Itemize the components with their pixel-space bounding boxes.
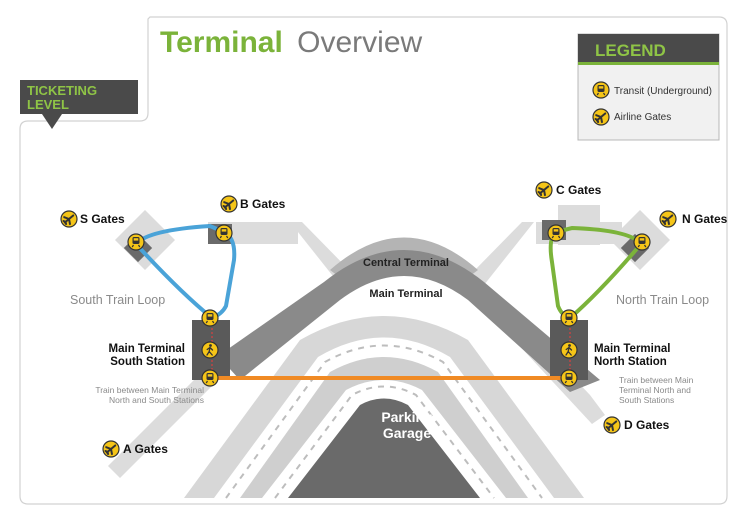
train-icon — [127, 233, 145, 251]
south-shuttle-note-1: Train between Main Terminal — [95, 385, 204, 395]
legend: LEGEND Transit (Underground) Airline Gat… — [577, 33, 720, 141]
main-terminal-label: Main Terminal — [369, 288, 442, 300]
airplane-icon — [592, 108, 610, 126]
north-train-loop-label: North Train Loop — [616, 293, 709, 307]
train-icon — [592, 81, 610, 99]
train-icon — [201, 309, 219, 327]
page-title: Terminal Overview — [160, 26, 423, 59]
roadways — [184, 316, 584, 499]
train-icon — [547, 224, 565, 242]
gate-label-b: B Gates — [240, 197, 286, 211]
north-shuttle-note-1: Train between Main — [619, 375, 694, 385]
airplane-icon — [102, 440, 120, 458]
central-terminal — [330, 237, 478, 282]
legend-title: LEGEND — [595, 41, 666, 60]
level-tag-line1: TICKETING — [27, 83, 97, 98]
legend-item-gates: Airline Gates — [614, 112, 671, 123]
walk-icon — [560, 341, 578, 359]
north-shuttle-note-2: Terminal North and — [619, 385, 691, 395]
north-station-label-1: Main Terminal — [594, 343, 670, 355]
south-shuttle-note-2: North and South Stations — [109, 395, 204, 405]
train-icon — [215, 224, 233, 242]
gate-label-c: C Gates — [556, 183, 602, 197]
airplane-icon — [659, 210, 677, 228]
south-train-loop — [133, 223, 237, 321]
parking-garage-label-1: Parking — [381, 409, 432, 425]
title-bold: Terminal — [160, 26, 283, 59]
airplane-icon — [603, 416, 621, 434]
south-station-label-2: South Station — [110, 356, 185, 368]
airplane-icon — [60, 210, 78, 228]
legend-item-transit: Transit (Underground) — [614, 86, 712, 97]
title-light: Overview — [297, 26, 422, 59]
south-station-label-1: Main Terminal — [109, 343, 185, 355]
airplane-icon — [535, 181, 553, 199]
gate-label-a: A Gates — [123, 442, 168, 456]
north-shuttle-note-3: South Stations — [619, 395, 674, 405]
gate-label-s: S Gates — [80, 212, 125, 226]
parking-garage — [288, 398, 480, 498]
gate-label-n: N Gates — [682, 212, 728, 226]
train-icon — [633, 233, 651, 251]
level-tag-line2: LEVEL — [27, 97, 69, 112]
level-tag: TICKETING LEVEL — [20, 80, 138, 129]
parking-garage-label-2: Garage — [383, 425, 431, 441]
north-train-loop — [548, 225, 644, 321]
central-terminal-label: Central Terminal — [363, 257, 449, 269]
gate-label-d: D Gates — [624, 418, 670, 432]
north-station-label-2: North Station — [594, 356, 667, 368]
airplane-icon — [220, 195, 238, 213]
walk-icon — [201, 341, 219, 359]
train-icon — [560, 309, 578, 327]
south-train-loop-label: South Train Loop — [70, 293, 165, 307]
train-icon — [560, 369, 578, 387]
train-icon — [201, 369, 219, 387]
